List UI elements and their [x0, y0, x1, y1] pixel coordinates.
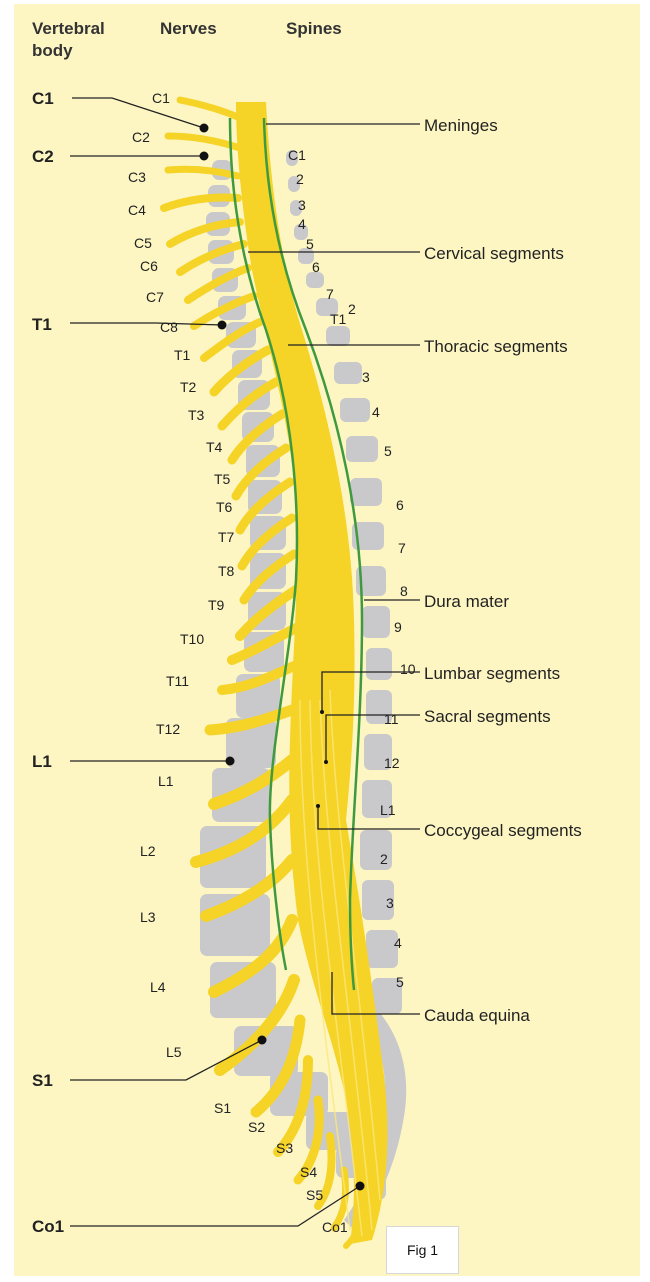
vertebral-body-label-3: T1	[32, 315, 52, 334]
spinous-process-9	[334, 362, 362, 384]
nerve-level-label-1: C1	[152, 90, 170, 106]
spinous-level-label-21: 2	[380, 851, 388, 867]
nerve-level-label-14: T6	[216, 499, 233, 515]
spinous-level-label-15: 8	[400, 583, 408, 599]
nerve-level-label-18: T10	[180, 631, 204, 647]
spinous-process-11	[346, 436, 378, 462]
spinous-level-label-13: 6	[396, 497, 404, 513]
vertebral-body-pointer-dot-6	[356, 1182, 365, 1191]
structure-label-6: Sacral segments	[424, 707, 551, 726]
spinous-process-12	[350, 478, 382, 506]
nerve-level-label-22: L2	[140, 843, 156, 859]
figure-caption-box: Fig 1	[386, 1226, 459, 1274]
nerve-level-label-10: T2	[180, 379, 197, 395]
vertebral-body-label-1: C1	[32, 89, 54, 108]
spinous-level-label-12: 5	[384, 443, 392, 459]
spinous-level-label-22: 3	[386, 895, 394, 911]
spinous-level-label-17: 10	[400, 661, 416, 677]
nerve-level-label-11: T3	[188, 407, 205, 423]
nerve-level-label-21: L1	[158, 773, 174, 789]
spinous-level-label-14: 7	[398, 540, 406, 556]
spinous-level-label-3: 3	[298, 197, 306, 213]
nerve-level-label-30: S5	[306, 1187, 323, 1203]
nerve-level-label-25: L5	[166, 1044, 182, 1060]
vertebral-body-label-5: S1	[32, 1071, 53, 1090]
figure-caption: Fig 1	[407, 1242, 438, 1258]
spinous-level-label-16: 9	[394, 619, 402, 635]
structure-label-4: Dura mater	[424, 592, 509, 611]
spinous-level-label-1: C1	[288, 147, 306, 163]
segment-pointer-dot-3	[316, 804, 320, 808]
nerve-level-label-5: C5	[134, 235, 152, 251]
nerve-level-label-3: C3	[128, 169, 146, 185]
spinous-level-label-20: L1	[380, 802, 396, 818]
nerve-level-label-31: Co1	[322, 1219, 348, 1235]
nerve-level-label-13: T5	[214, 471, 231, 487]
segment-pointer-dot-1	[320, 710, 324, 714]
structure-label-1: Meninges	[424, 116, 498, 135]
vertebral-body-pointer-dot-1	[200, 124, 209, 133]
spinous-level-label-24: 5	[396, 974, 404, 990]
vertebral-body-pointer-dot-5	[258, 1036, 267, 1045]
structure-label-7: Coccygeal segments	[424, 821, 582, 840]
spinous-level-label-23: 4	[394, 935, 402, 951]
structure-label-3: Thoracic segments	[424, 337, 568, 356]
spinous-level-label-10: 3	[362, 369, 370, 385]
nerve-level-label-16: T8	[218, 563, 235, 579]
structure-label-8: Cauda equina	[424, 1006, 530, 1025]
segment-pointer-dot-2	[324, 760, 328, 764]
nerve-level-label-9: T1	[174, 347, 191, 363]
vertebral-body-pointer-dot-3	[218, 321, 227, 330]
vertebral-body-label-4: L1	[32, 752, 52, 771]
nerve-root-3	[168, 169, 238, 176]
spinous-process-15	[362, 606, 390, 638]
nerve-level-label-23: L3	[140, 909, 156, 925]
nerve-level-label-2: C2	[132, 129, 150, 145]
nerve-level-label-20: T12	[156, 721, 180, 737]
spinous-level-label-4: 4	[298, 216, 306, 232]
nerve-level-label-19: T11	[166, 673, 189, 689]
nerve-level-label-27: S2	[248, 1119, 265, 1135]
spinous-level-label-9: 2	[348, 301, 356, 317]
nerve-level-label-28: S3	[276, 1140, 293, 1156]
nerve-level-label-15: T7	[218, 529, 235, 545]
nerve-level-label-7: C7	[146, 289, 164, 305]
nerve-level-label-26: S1	[214, 1100, 231, 1116]
spinous-level-label-5: 5	[306, 236, 314, 252]
nerve-level-label-29: S4	[300, 1164, 317, 1180]
spinous-level-label-18: 11	[384, 711, 399, 727]
nerve-level-label-12: T4	[206, 439, 223, 455]
structure-label-5: Lumbar segments	[424, 664, 560, 683]
spinous-level-label-7: 7	[326, 286, 334, 302]
vertebral-body-pointer-dot-4	[226, 757, 235, 766]
nerve-level-label-8: C8	[160, 319, 178, 335]
spinous-level-label-2: 2	[296, 171, 304, 187]
spinous-level-label-6: 6	[312, 259, 320, 275]
nerve-level-label-4: C4	[128, 202, 146, 218]
structure-label-2: Cervical segments	[424, 244, 564, 263]
spinous-level-label-19: 12	[384, 755, 400, 771]
spinous-level-label-11: 4	[372, 404, 380, 420]
vertebral-body-label-6: Co1	[32, 1217, 64, 1236]
spinous-level-label-8: T1	[330, 311, 347, 327]
spinous-process-16	[366, 648, 392, 680]
vertebral-body-pointer-dot-2	[200, 152, 209, 161]
spinous-process-10	[340, 398, 370, 422]
vertebral-body-label-2: C2	[32, 147, 54, 166]
nerve-level-label-17: T9	[208, 597, 225, 613]
nerve-level-label-24: L4	[150, 979, 166, 995]
nerve-level-label-6: C6	[140, 258, 158, 274]
nerve-root-1	[180, 100, 240, 118]
spinous-process-8	[326, 326, 350, 346]
